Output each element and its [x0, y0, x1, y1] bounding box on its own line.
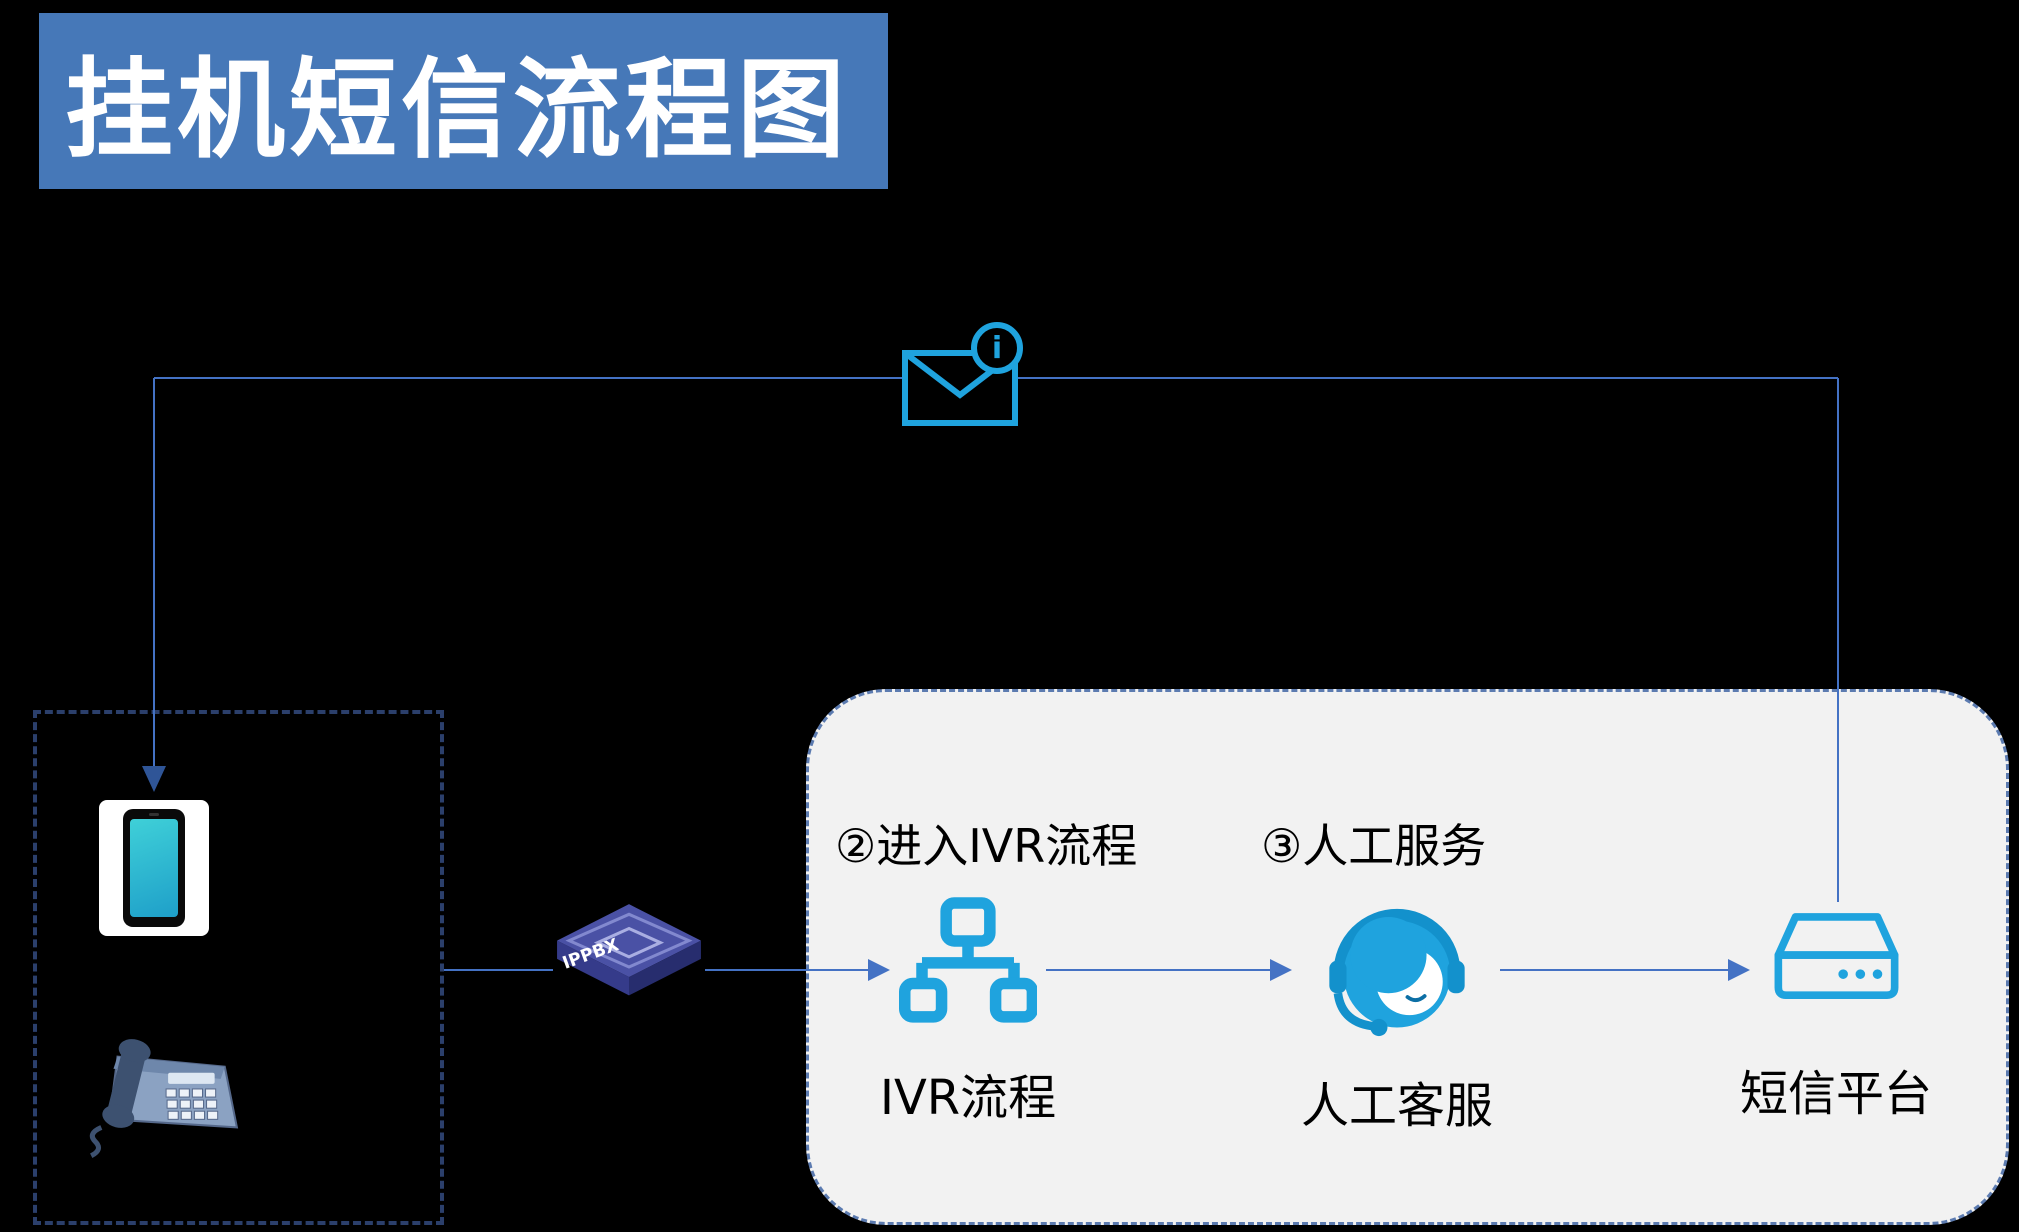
- ivr-node-label: IVR流程: [879, 1070, 1057, 1126]
- agent-smile: [1405, 994, 1427, 1003]
- phone-handset: [102, 1039, 151, 1128]
- ivr-tree-icon: [899, 897, 1037, 1023]
- title-banner: 挂机短信流程图: [39, 13, 888, 189]
- headset-mic: [1370, 1018, 1388, 1037]
- arrowhead-to-sms: [1728, 959, 1750, 981]
- caller-group-box: [33, 710, 444, 1225]
- sms-platform-server-icon: [1774, 913, 1899, 999]
- ivr-right-node: [989, 977, 1037, 1023]
- mobile-phone-screen: [130, 819, 178, 917]
- ivr-process-container: ②进入IVR流程 ③人工服务 IVR流程 人工客服: [806, 689, 2009, 1225]
- phone-display: [168, 1072, 215, 1084]
- customer-service-agent-icon: [1329, 908, 1465, 1037]
- arrowhead-to-agent: [1270, 959, 1292, 981]
- sms-node-label: 短信平台: [1739, 1066, 1932, 1122]
- agent-hair: [1350, 916, 1427, 994]
- server-leds: [1838, 969, 1883, 979]
- phone-cord: [89, 1125, 103, 1158]
- server-front-face: [1774, 951, 1899, 999]
- phone-keypad: [165, 1088, 219, 1120]
- arrowhead-to-ivr: [868, 959, 890, 981]
- headset-earcup-right: [1447, 960, 1465, 994]
- step3-label: ③人工服务: [1261, 819, 1487, 873]
- headset-band: [1333, 908, 1461, 973]
- page-title: 挂机短信流程图: [65, 48, 850, 173]
- ivr-branches: [916, 940, 1020, 984]
- agent-node-label: 人工客服: [1300, 1078, 1493, 1134]
- ippbx-right-side: [629, 940, 701, 996]
- ivr-top-node: [940, 897, 996, 947]
- mobile-phone-body: [123, 809, 185, 927]
- ivr-left-node: [899, 977, 948, 1023]
- arrowhead-to-mobile: [142, 766, 166, 792]
- ippbx-inner-detail: [593, 926, 665, 959]
- mobile-phone-icon: [99, 800, 209, 936]
- info-badge: [971, 322, 1023, 374]
- info-badge-i: i: [992, 331, 1002, 366]
- desk-phone-icon: [89, 1039, 239, 1158]
- ippbx-device-icon: IPPBX: [557, 904, 701, 996]
- mobile-phone-notch: [149, 813, 159, 816]
- sms-message-envelope-icon: i: [902, 322, 1023, 426]
- ippbx-left-side: [557, 940, 629, 996]
- ippbx-rim: [565, 912, 693, 969]
- headset-earcup-left: [1329, 960, 1347, 994]
- step2-label: ②进入IVR流程: [835, 819, 1138, 873]
